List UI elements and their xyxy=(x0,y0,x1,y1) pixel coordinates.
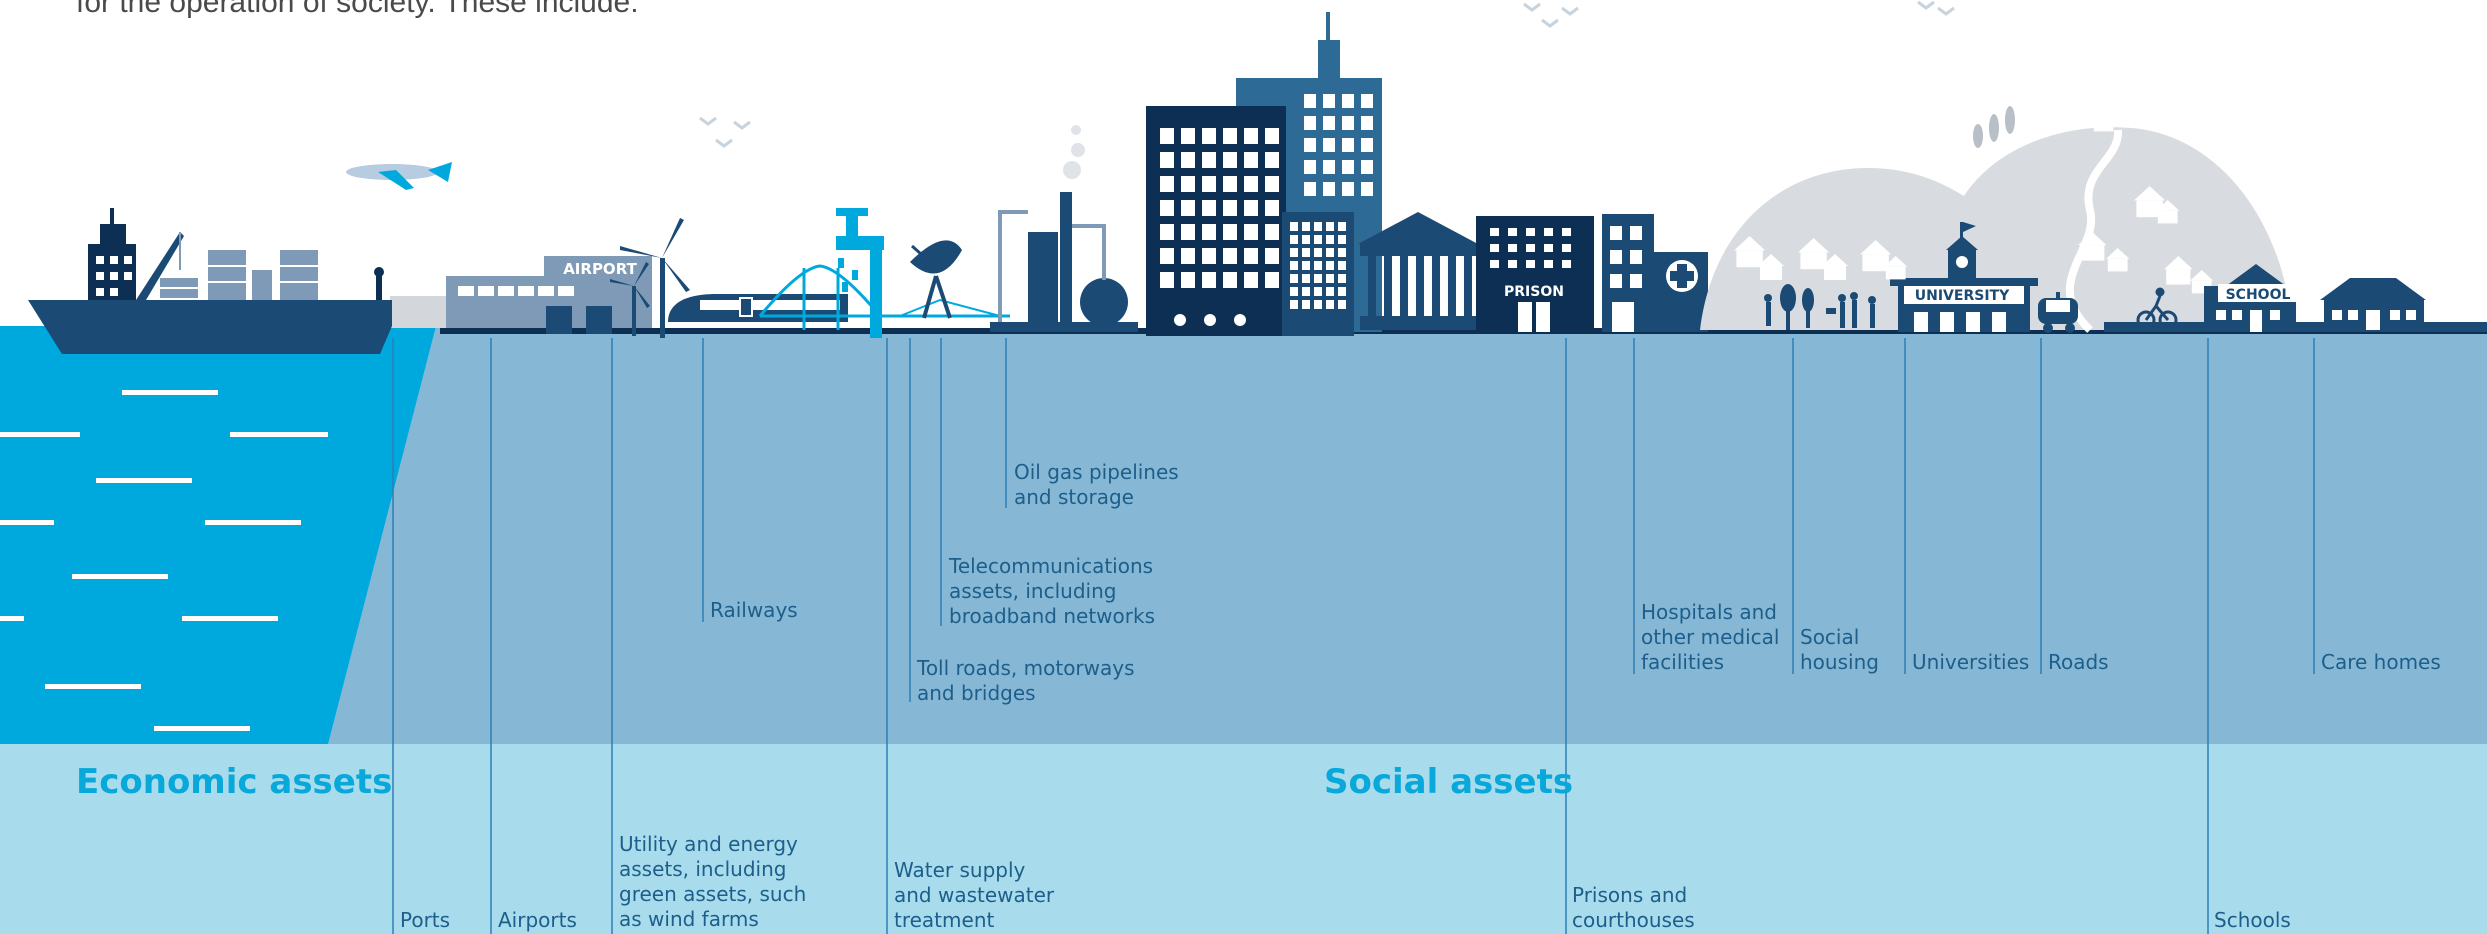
ground-lower-band xyxy=(0,744,2487,934)
label-social-housing: Social housing xyxy=(1800,625,1879,674)
prison-building xyxy=(1476,216,1594,332)
label-railways: Railways xyxy=(710,598,798,622)
sea-area xyxy=(0,326,436,744)
hill xyxy=(1700,92,2292,333)
university-building xyxy=(1890,222,2038,332)
waves xyxy=(0,390,328,731)
label-airports: Airports xyxy=(498,908,577,932)
office-towers xyxy=(1146,12,1382,336)
birds xyxy=(699,0,1955,148)
water-tap xyxy=(836,208,884,338)
car xyxy=(2038,292,2078,333)
train xyxy=(668,294,848,322)
people-and-trees xyxy=(1764,284,1876,330)
prison-sign: PRISON xyxy=(1504,284,1564,300)
oil-gas-plant xyxy=(990,125,1138,332)
school-sign: SCHOOL xyxy=(2226,287,2291,303)
satellite-dish xyxy=(910,240,962,319)
airplane xyxy=(346,162,452,190)
label-prisons: Prisons and courthouses xyxy=(1572,883,1695,932)
cargo-ship xyxy=(28,208,392,354)
label-ports: Ports xyxy=(400,908,451,932)
wind-turbines xyxy=(610,218,690,338)
label-oil-gas: Oil gas pipelines and storage xyxy=(1014,460,1179,509)
social-housing-houses xyxy=(1734,236,1908,280)
cyclist xyxy=(2136,287,2178,330)
label-telecommunications: Telecommunications assets, including bro… xyxy=(949,554,1155,628)
airport-sign: AIRPORT xyxy=(563,260,637,278)
label-roads: Roads xyxy=(2048,650,2109,674)
care-home-building xyxy=(2320,278,2426,330)
social-assets-heading: Social assets xyxy=(1324,762,1574,802)
intro-text: for the operation of society. These incl… xyxy=(76,0,639,19)
courthouse xyxy=(1358,212,1478,330)
quay xyxy=(390,296,446,328)
economic-assets-heading: Economic assets xyxy=(76,762,393,802)
label-care-homes: Care homes xyxy=(2321,650,2441,674)
university-sign: UNIVERSITY xyxy=(1915,288,2010,304)
leader-lines xyxy=(392,338,2315,934)
label-hospitals: Hospitals and other medical facilities xyxy=(1641,600,1780,674)
label-water-supply: Water supply and wastewater treatment xyxy=(894,858,1055,932)
bridge xyxy=(758,264,1010,330)
label-toll-roads: Toll roads, motorways and bridges xyxy=(917,656,1135,705)
school-building xyxy=(2104,264,2487,332)
hospital-building xyxy=(1602,214,1708,332)
label-utility-energy: Utility and energy assets, including gre… xyxy=(619,832,807,931)
label-schools: Schools xyxy=(2214,908,2291,932)
label-universities: Universities xyxy=(1912,650,2030,674)
ground-surface-line xyxy=(440,328,2487,334)
